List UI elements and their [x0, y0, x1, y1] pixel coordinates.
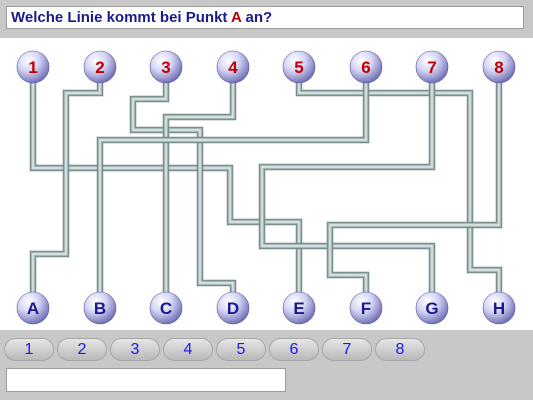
board-background: [0, 38, 533, 330]
bottom-ball-B-circle: [83, 291, 117, 325]
answer-button-3[interactable]: 3: [110, 338, 160, 361]
top-ball-4: 4: [216, 50, 250, 84]
question-box: Welche Linie kommt bei Punkt A an?: [6, 6, 524, 29]
bottom-ball-C-text: C: [160, 299, 172, 318]
bottom-ball-E-text: E: [293, 299, 304, 318]
top-ball-1-text: 1: [28, 58, 37, 77]
question-point: A: [231, 9, 242, 26]
top-ball-2-text: 2: [95, 58, 104, 77]
lines-svg: 1 2 3 4 5 6 7 8A B C D E F G H: [0, 38, 533, 330]
question-suffix: an?: [241, 9, 273, 26]
answer-button-7[interactable]: 7: [322, 338, 372, 361]
bottom-ball-D-text: D: [227, 299, 239, 318]
bottom-ball-F-text: F: [361, 299, 371, 318]
bottom-ball-B-text: B: [94, 299, 106, 318]
bottom-ball-H-circle: [482, 291, 516, 325]
bottom-ball-A: A: [16, 291, 50, 325]
top-ball-6-circle: [349, 50, 383, 84]
header-bar: Welche Linie kommt bei Punkt A an?: [0, 0, 533, 38]
top-ball-2: 2: [83, 50, 117, 84]
top-ball-6-text: 6: [361, 58, 370, 77]
line-4-shine: [165, 67, 234, 308]
bottom-ball-E-circle: [282, 291, 316, 325]
line-5-shine: [298, 67, 500, 308]
answer-button-6[interactable]: 6: [269, 338, 319, 361]
top-ball-5-text: 5: [294, 58, 303, 77]
bottom-ball-A-circle: [16, 291, 50, 325]
top-ball-4-text: 4: [228, 58, 238, 77]
line-7-shine: [261, 67, 433, 308]
top-ball-5-circle: [282, 50, 316, 84]
top-ball-3-text: 3: [161, 58, 170, 77]
line-1-shine: [32, 67, 300, 308]
question-text: Welche Linie kommt bei Punkt: [11, 9, 232, 26]
bottom-ball-C: C: [149, 291, 183, 325]
top-ball-2-circle: [83, 50, 117, 84]
tube-group: [29, 67, 503, 308]
bottom-ball-H: H: [482, 291, 516, 325]
line-2-shine: [32, 67, 101, 308]
top-ball-7-circle: [415, 50, 449, 84]
bottom-ball-G-text: G: [425, 299, 438, 318]
bottom-ball-G-circle: [415, 291, 449, 325]
answer-button-5[interactable]: 5: [216, 338, 266, 361]
bottom-ball-F: F: [349, 291, 383, 325]
line-8-shine: [329, 67, 500, 308]
bottom-ball-H-text: H: [493, 299, 505, 318]
answer-button-8[interactable]: 8: [375, 338, 425, 361]
bottom-ball-F-circle: [349, 291, 383, 325]
top-ball-8-text: 8: [494, 58, 503, 77]
bottom-ball-D-circle: [216, 291, 250, 325]
bottom-ball-G: G: [415, 291, 449, 325]
bottom-ball-B: B: [83, 291, 117, 325]
top-ball-1: 1: [16, 50, 50, 84]
bottom-ball-D: D: [216, 291, 250, 325]
top-ball-8-circle: [482, 50, 516, 84]
top-ball-3: 3: [149, 50, 183, 84]
answer-button-2[interactable]: 2: [57, 338, 107, 361]
bottom-ball-A-text: A: [27, 299, 39, 318]
top-ball-1-circle: [16, 50, 50, 84]
feedback-box: [6, 368, 286, 392]
ball-group: 1 2 3 4 5 6 7 8A B C D E F G H: [16, 50, 516, 325]
answer-button-1[interactable]: 1: [4, 338, 54, 361]
top-ball-6: 6: [349, 50, 383, 84]
bottom-ball-E: E: [282, 291, 316, 325]
top-ball-8: 8: [482, 50, 516, 84]
answer-button-4[interactable]: 4: [163, 338, 213, 361]
top-ball-7: 7: [415, 50, 449, 84]
line-6-shine: [99, 67, 367, 308]
top-ball-7-text: 7: [427, 58, 436, 77]
top-ball-3-circle: [149, 50, 183, 84]
bottom-ball-C-circle: [149, 291, 183, 325]
top-ball-5: 5: [282, 50, 316, 84]
top-ball-4-circle: [216, 50, 250, 84]
